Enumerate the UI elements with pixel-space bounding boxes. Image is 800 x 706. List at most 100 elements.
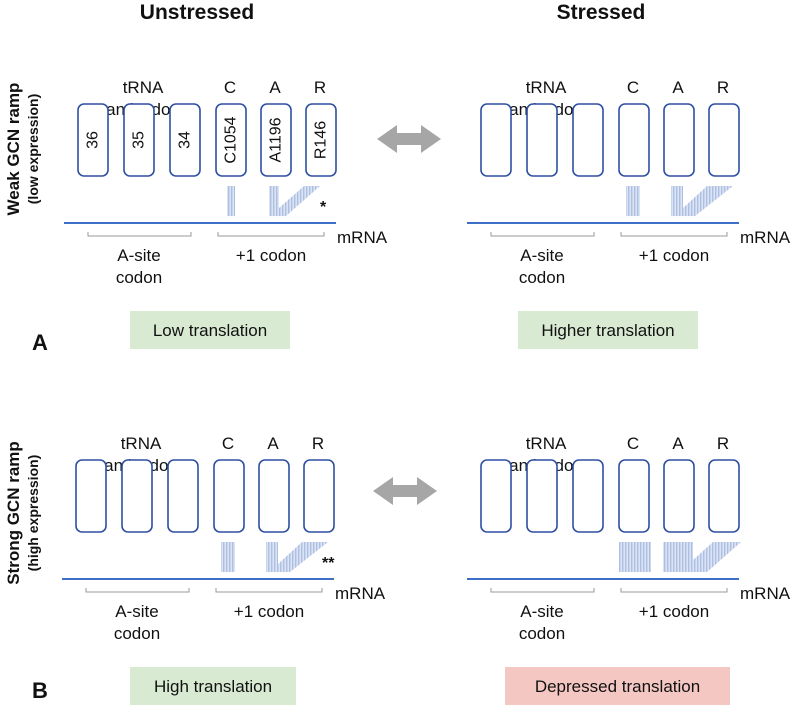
asite-label: A-site [115, 602, 158, 621]
row-label-strong-subtitle: (high expression) [25, 455, 41, 572]
nucleotide-box-1 [77, 103, 109, 177]
plus1-codon-label: +1 codon [234, 602, 304, 621]
asite-label: A-site [520, 246, 563, 265]
nucleotide-box-1 [480, 103, 512, 177]
nucleotide-box-5 [260, 103, 292, 177]
asite-codon-label: codon [519, 268, 565, 287]
significance-stars: * [320, 199, 327, 216]
outcome-text: High translation [154, 677, 272, 696]
nucleotide-box-3 [169, 103, 201, 177]
asite-codon-label: codon [519, 624, 565, 643]
box-label-36: 36 [85, 131, 102, 149]
nucleotide-box-6 [708, 459, 740, 533]
nucleotide-box-6 [305, 103, 337, 177]
box-label-R146: R146 [313, 121, 330, 159]
interaction-ar [269, 186, 320, 216]
outcome-text: Low translation [153, 321, 267, 340]
nucleotide-box-5 [663, 103, 695, 177]
plus1-bracket [217, 232, 325, 237]
r-label: R [314, 78, 326, 97]
interaction-ar [266, 542, 328, 572]
interaction-c [619, 542, 651, 572]
nucleotide-box-2 [526, 459, 558, 533]
interaction-c [626, 186, 640, 216]
significance-stars: ** [322, 555, 335, 572]
asite-label: A-site [117, 246, 160, 265]
column-header-stressed: Stressed [557, 1, 646, 24]
nucleotide-box-5 [258, 459, 290, 533]
double-arrow-icon-top [377, 125, 441, 153]
asite-bracket [85, 588, 190, 593]
asite-bracket [87, 232, 192, 237]
plus1-codon-label: +1 codon [236, 246, 306, 265]
row-label-strong: Strong GCN ramp (high expression) [4, 441, 41, 585]
outcome-text: Higher translation [541, 321, 674, 340]
row-label-weak-subtitle: (low expression) [25, 94, 41, 204]
nucleotide-box-2 [123, 103, 155, 177]
column-header-unstressed: Unstressed [140, 1, 254, 24]
outcome-box [130, 667, 296, 705]
trna-label: tRNA [123, 78, 164, 97]
plus1-codon-label: +1 codon [639, 246, 709, 265]
nucleotide-box-5 [663, 459, 695, 533]
box-label-34: 34 [177, 131, 194, 149]
panel-letter-a: A [32, 330, 48, 355]
plus1-codon-label: +1 codon [639, 602, 709, 621]
panel-weak-unstressed: tRNAanticodonCAR363534C1054A1196R146*mRN… [64, 78, 388, 349]
r-label: R [717, 78, 729, 97]
nucleotide-box-1 [480, 459, 512, 533]
double-arrow-icon-bottom [373, 477, 437, 505]
box-label-35: 35 [131, 131, 148, 149]
asite-codon-label: codon [116, 268, 162, 287]
outcome-box [518, 311, 698, 349]
plus1-bracket [215, 588, 323, 593]
interaction-c [221, 542, 235, 572]
mrna-label: mRNA [337, 228, 388, 247]
nucleotide-box-2 [121, 459, 153, 533]
a-label: A [672, 434, 684, 453]
panel-letter-b: B [32, 678, 48, 703]
r-label: R [312, 434, 324, 453]
trna-label: tRNA [526, 78, 567, 97]
nucleotide-box-6 [303, 459, 335, 533]
row-label-weak-title: Weak GCN ramp [4, 83, 23, 216]
asite-bracket [490, 588, 595, 593]
mrna-label: mRNA [740, 228, 791, 247]
mrna-label: mRNA [335, 584, 386, 603]
c-label: C [222, 434, 234, 453]
asite-bracket [490, 232, 595, 237]
row-label-weak: Weak GCN ramp (low expression) [4, 83, 41, 216]
nucleotide-box-1 [75, 459, 107, 533]
a-label: A [267, 434, 279, 453]
interaction-ar [671, 186, 733, 216]
nucleotide-box-4 [618, 103, 650, 177]
asite-codon-label: codon [114, 624, 160, 643]
r-label: R [717, 434, 729, 453]
interaction-c [227, 186, 235, 216]
trna-label: tRNA [121, 434, 162, 453]
plus1-bracket [620, 588, 728, 593]
nucleotide-box-3 [167, 459, 199, 533]
c-label: C [627, 78, 639, 97]
outcome-text: Depressed translation [535, 677, 700, 696]
nucleotide-box-2 [526, 103, 558, 177]
nucleotide-box-4 [215, 103, 247, 177]
a-label: A [269, 78, 281, 97]
trna-label: tRNA [526, 434, 567, 453]
nucleotide-box-4 [213, 459, 245, 533]
a-label: A [672, 78, 684, 97]
row-label-strong-title: Strong GCN ramp [4, 441, 23, 585]
box-label-A1196: A1196 [268, 117, 285, 162]
c-label: C [224, 78, 236, 97]
outcome-box [130, 311, 290, 349]
asite-label: A-site [520, 602, 563, 621]
box-label-C1054: C1054 [223, 116, 240, 163]
interaction-ar [663, 542, 741, 572]
c-label: C [627, 434, 639, 453]
plus1-bracket [620, 232, 728, 237]
outcome-box [505, 667, 730, 705]
